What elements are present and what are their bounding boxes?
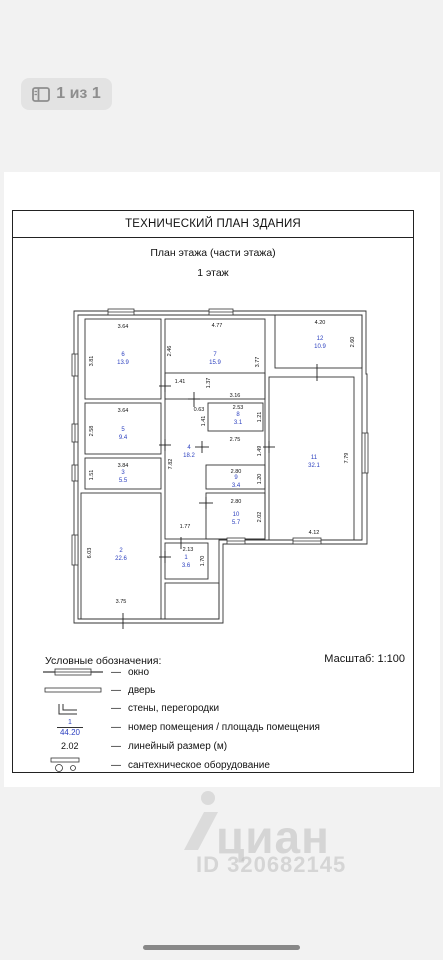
dimension-label: 3.75 — [116, 599, 127, 605]
watermark: циан ID 320682145 — [178, 790, 418, 890]
room-2-number: 2 — [119, 548, 123, 554]
room-3-number: 3 — [121, 470, 125, 476]
room-10-number: 10 — [233, 512, 240, 518]
room-1-area: 3.6 — [182, 563, 191, 569]
room-3-outline — [84, 457, 162, 490]
plumbing-symbol-icon — [50, 757, 80, 772]
dimension-label: 7.79 — [344, 453, 350, 464]
home-indicator[interactable] — [143, 945, 300, 950]
dimension-label: 1.20 — [257, 474, 263, 485]
legend-title: Условные обозначения: — [45, 655, 162, 667]
dimension-label: 3.64 — [118, 324, 129, 330]
room-8-area: 3.1 — [234, 420, 243, 426]
dimension-label: 2.60 — [350, 337, 356, 348]
dimension-label: 4.12 — [309, 530, 320, 536]
legend-sample-area: 44.20 — [57, 727, 83, 738]
room-10-area: 5.7 — [232, 520, 241, 526]
room-3-area: 5.5 — [119, 478, 128, 484]
room-6-area: 13.9 — [117, 360, 129, 366]
dimension-label: 4.77 — [212, 323, 223, 329]
dimension-label: 3.81 — [89, 356, 95, 367]
room-9-outline — [205, 464, 266, 490]
room-12-area: 10.9 — [314, 344, 326, 350]
dimension-label: 1.51 — [89, 470, 95, 481]
legend-item-room-label: 1 44.20 — номер помещения / площадь поме… — [13, 719, 413, 739]
room-12-number: 12 — [317, 336, 324, 342]
legend-item-window: — окно — [13, 667, 413, 681]
watermark-id: ID 320682145 — [196, 852, 347, 877]
dimension-label: 1.41 — [201, 416, 207, 427]
dimension-label: 2.75 — [230, 437, 241, 443]
dimension-label: 3.84 — [118, 463, 129, 469]
room-8-number: 8 — [236, 412, 240, 418]
dimension-label: 1.70 — [200, 556, 206, 567]
window-symbol-icon — [43, 668, 103, 676]
page-counter-label: 1 из 1 — [56, 85, 101, 102]
dimension-label: 1.21 — [257, 412, 263, 423]
dimension-label: 1.41 — [175, 379, 186, 385]
room-4-outline — [164, 372, 266, 540]
document-frame: ТЕХНИЧЕСКИЙ ПЛАН ЗДАНИЯ План этажа (част… — [12, 210, 414, 773]
room-11-number: 11 — [311, 455, 318, 461]
room-9-area: 3.4 — [232, 483, 241, 489]
dimension-label: 2.13 — [183, 547, 194, 553]
outer-wall — [73, 310, 368, 624]
wall-symbol-icon — [58, 704, 77, 715]
dimension-label: 2.53 — [233, 405, 244, 411]
dimension-label: 7.82 — [168, 459, 174, 470]
dimension-label: 1.77 — [180, 524, 191, 530]
door-symbol-icon — [44, 687, 102, 693]
room-5-outline — [84, 402, 162, 455]
dimension-label: 4.20 — [315, 320, 326, 326]
document-page: ТЕХНИЧЕСКИЙ ПЛАН ЗДАНИЯ План этажа (част… — [4, 172, 440, 787]
legend-item-dimension: 2.02 — линейный размер (м) — [61, 741, 228, 752]
room-8-outline — [207, 402, 264, 432]
room-2-outline — [80, 492, 162, 620]
room-2-area: 22.6 — [115, 556, 127, 562]
document-title: ТЕХНИЧЕСКИЙ ПЛАН ЗДАНИЯ — [13, 211, 413, 238]
room-1-number: 1 — [184, 555, 188, 561]
cian-logo-icon — [184, 791, 218, 850]
room-6-outline — [84, 318, 162, 400]
room-5-number: 5 — [121, 427, 125, 433]
room-12-outline — [274, 314, 363, 369]
room-7-outline — [164, 318, 266, 400]
dimension-label: 3.16 — [230, 393, 241, 399]
dimension-label: 2.80 — [231, 469, 242, 475]
document-subtitle: План этажа (части этажа) — [150, 247, 276, 259]
dimension-label: 0.63 — [194, 407, 205, 413]
watermark-brand: циан — [216, 811, 330, 863]
legend-item-walls: — стены, перегородки — [13, 703, 413, 717]
dimension-label: 1.49 — [257, 446, 263, 457]
legend-sample-dimension: 2.02 — [61, 741, 79, 751]
dimension-label: 3.64 — [118, 408, 129, 414]
legend-sample-number: 1 — [68, 719, 72, 726]
room-6-number: 6 — [121, 352, 125, 358]
room-9-number: 9 — [234, 475, 238, 481]
legend-item-plumbing: — сантехническое оборудование — [13, 757, 413, 773]
page-counter[interactable]: 1 из 1 — [21, 78, 112, 110]
dimension-label: 2.58 — [89, 426, 95, 437]
legend-item-door: — дверь — [13, 685, 413, 699]
dimension-label: 6.03 — [87, 548, 93, 559]
room-7-area: 15.9 — [209, 360, 221, 366]
floor-label: 1 этаж — [197, 267, 229, 279]
floor-plan: 6 13.9 7 15.9 12 10.9 5 9.4 3 5.5 2 22.6… — [71, 308, 369, 629]
dimension-label: 2.80 — [231, 499, 242, 505]
room-4-area: 18.2 — [183, 453, 195, 459]
scale-label: Масштаб: 1:100 — [324, 653, 405, 665]
sidebar-panel-icon — [32, 86, 51, 102]
room-11-area: 32.1 — [308, 463, 320, 469]
dimension-label: 1.37 — [206, 378, 212, 389]
room-7-number: 7 — [213, 352, 217, 358]
room-5-area: 9.4 — [119, 435, 128, 441]
dimension-label: 2.02 — [257, 512, 263, 523]
room-4-number: 4 — [187, 445, 191, 451]
dimension-label: 3.77 — [255, 357, 261, 368]
dimension-label: 2.46 — [167, 346, 173, 357]
